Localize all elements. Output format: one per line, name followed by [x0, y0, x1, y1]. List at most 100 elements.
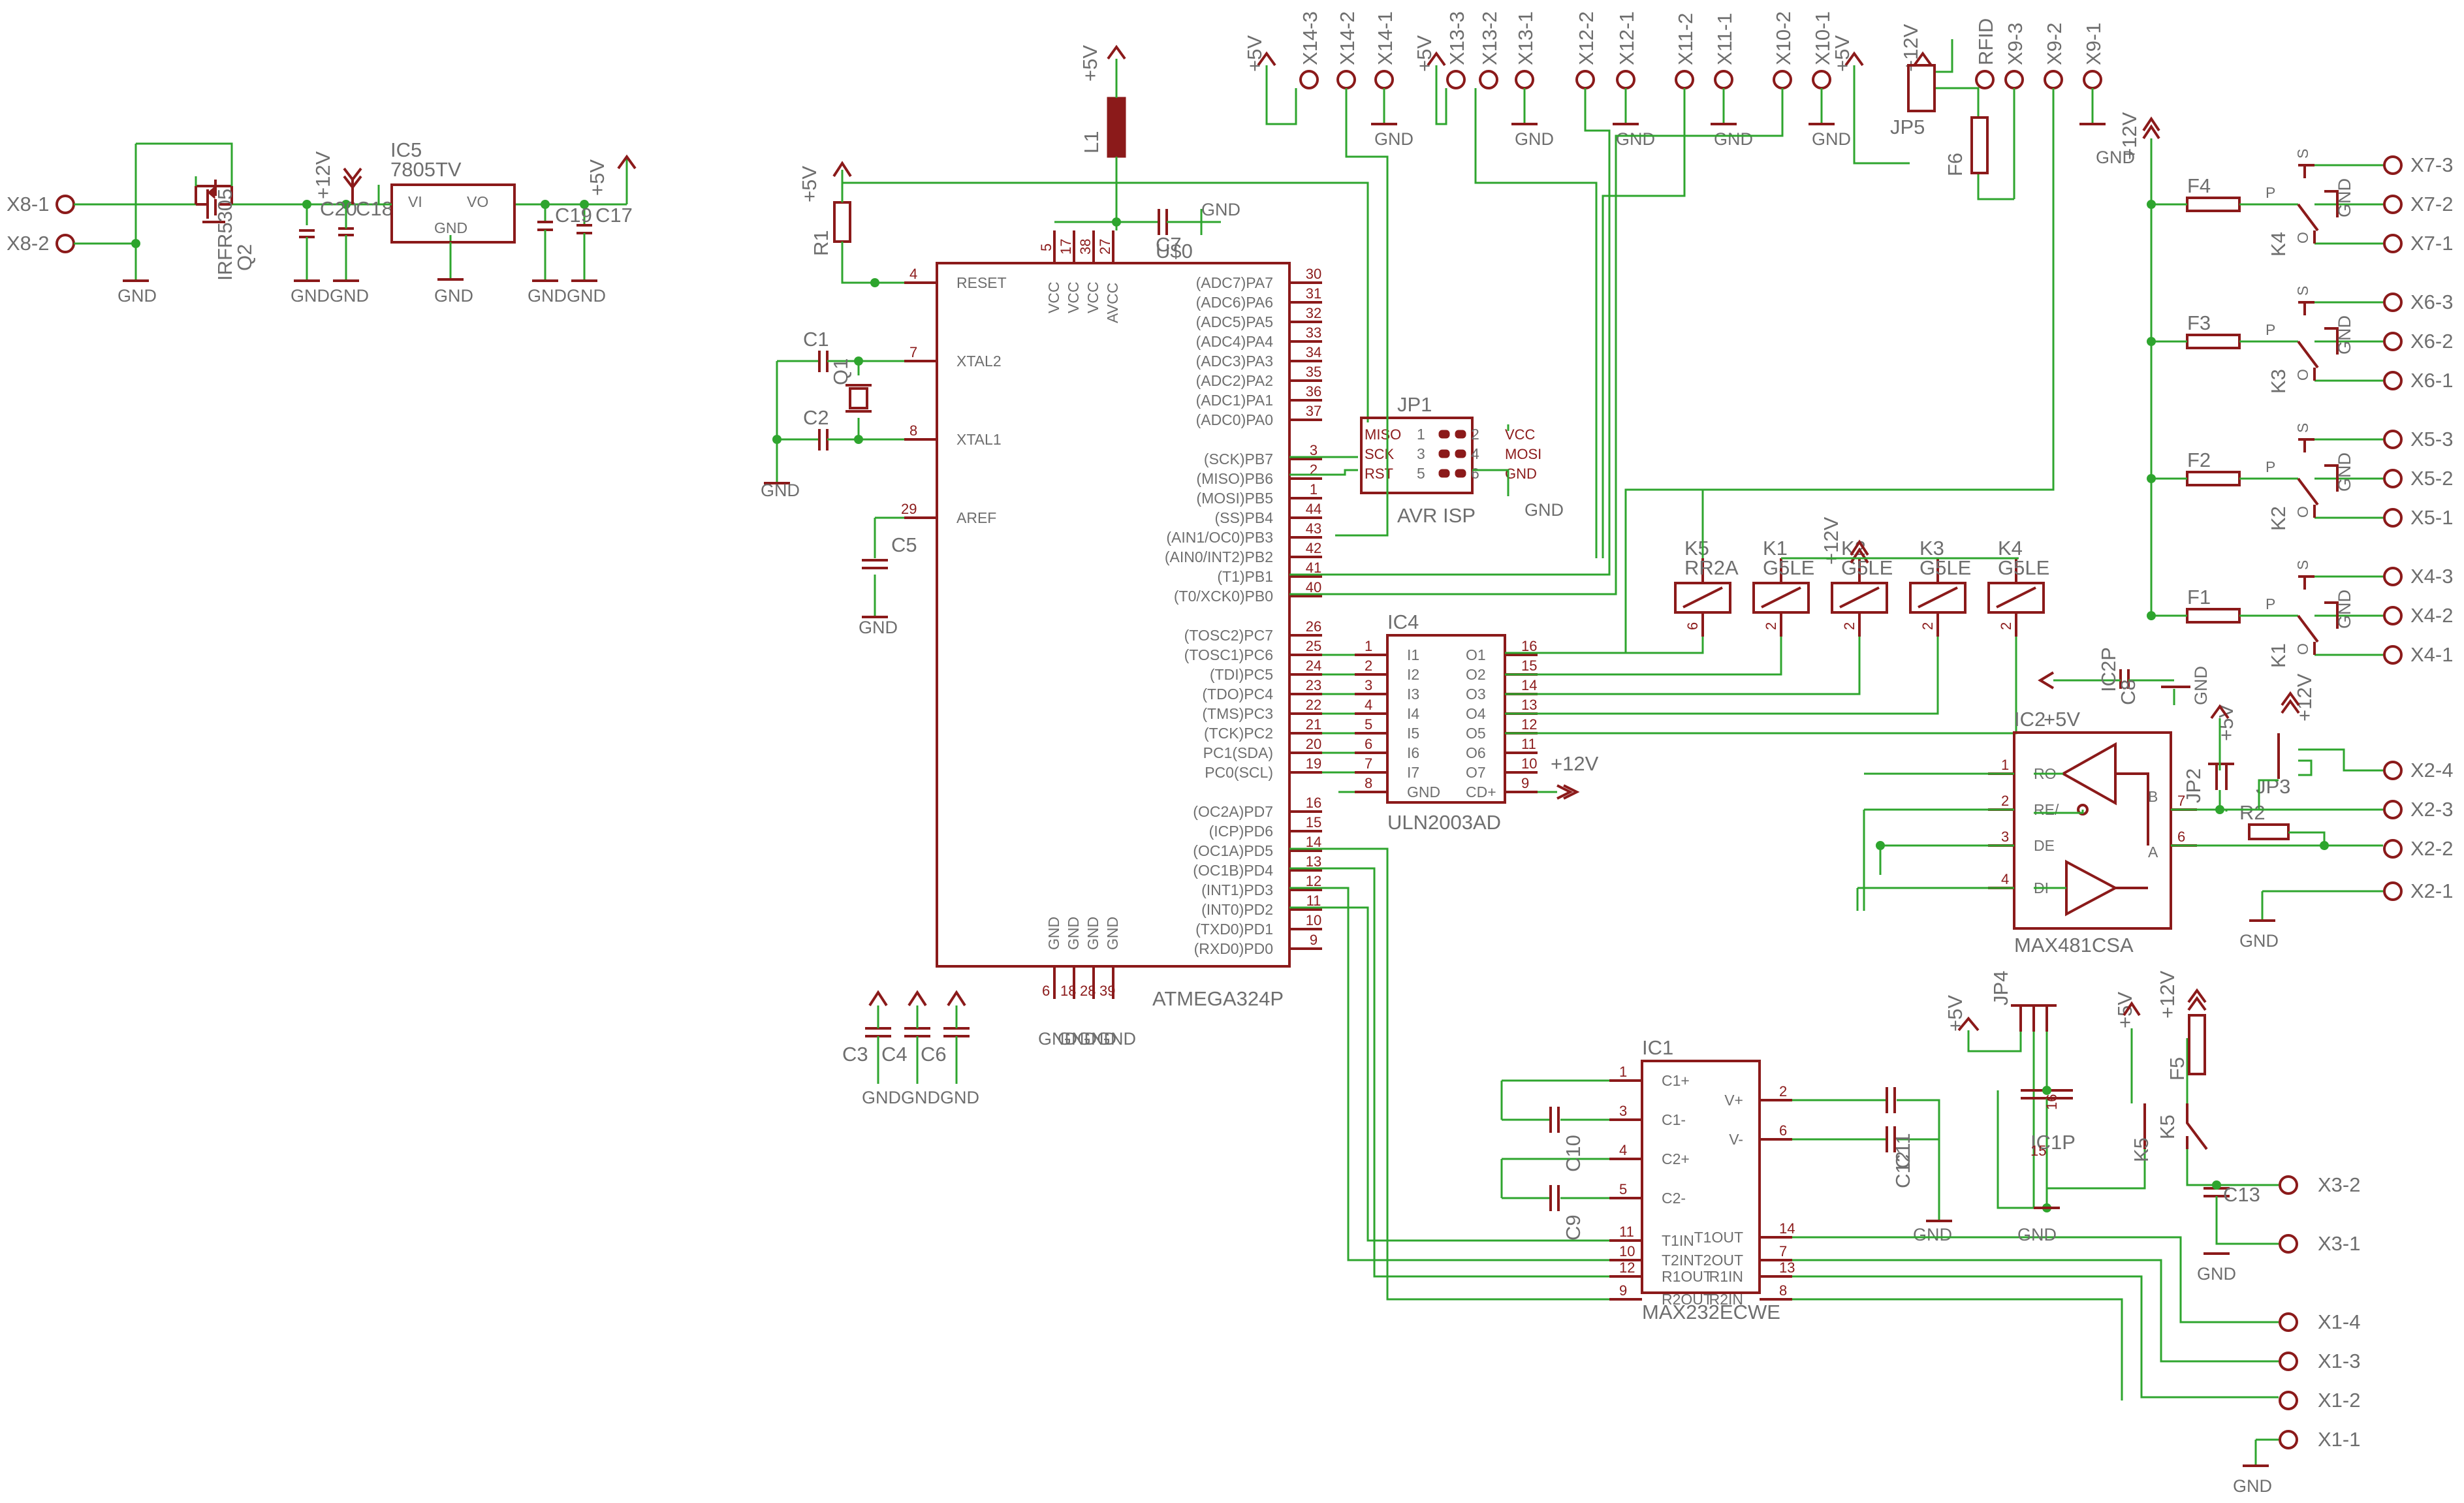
relay-output-terminal[interactable] — [2383, 371, 2403, 390]
top-connector-terminal[interactable] — [1616, 70, 1635, 89]
x8-2-terminal[interactable] — [55, 234, 75, 253]
svg-text:7: 7 — [909, 344, 917, 360]
svg-text:C9: C9 — [1562, 1214, 1585, 1241]
svg-text:16: 16 — [2044, 1094, 2060, 1110]
top-connector-terminal[interactable] — [1299, 70, 1319, 89]
q2-mosfet: IRFR5305 Q2 — [195, 176, 256, 281]
top-connector-terminal[interactable] — [1446, 70, 1466, 89]
svg-text:GND: GND — [567, 286, 606, 306]
top-power-label: +12V — [1899, 24, 1922, 72]
relay-coil-winding — [1839, 586, 1880, 609]
top-connector-terminal[interactable] — [1575, 70, 1595, 89]
isp-pin-num: 2 — [1471, 426, 1479, 443]
top-power-label: +5V — [1413, 35, 1436, 72]
rs232-right-pin-name: V- — [1729, 1131, 1743, 1148]
rs232-terminal[interactable] — [2279, 1352, 2298, 1371]
relay-output-terminal[interactable] — [2383, 567, 2403, 586]
svg-text:4: 4 — [909, 266, 917, 282]
top-connector-terminal[interactable] — [1336, 70, 1356, 89]
coil-supply: +12V — [1781, 516, 2019, 565]
relay-output-terminal[interactable] — [2383, 293, 2403, 312]
svg-text:X3-2: X3-2 — [2318, 1173, 2360, 1196]
power-arrow — [1844, 51, 1864, 67]
p5-label-ps: +5V — [586, 159, 608, 196]
rs485-terminal[interactable] — [2383, 881, 2403, 901]
rs232-terminal[interactable] — [2279, 1430, 2298, 1449]
relay-output-terminal[interactable] — [2383, 195, 2403, 214]
rs232-terminal[interactable] — [2279, 1312, 2298, 1332]
top-connector-terminal[interactable] — [1812, 70, 1831, 89]
relay-output-terminal[interactable] — [2383, 645, 2403, 665]
rs485-terminal[interactable] — [2383, 761, 2403, 780]
relay-label: K4 — [2267, 232, 2290, 257]
top-connector-terminal[interactable] — [1714, 70, 1733, 89]
svg-text:GND: GND — [1201, 200, 1240, 219]
relay-output-terminal[interactable] — [2383, 332, 2403, 351]
top-connector-terminal[interactable] — [2083, 70, 2102, 89]
fuse-label: F2 — [2187, 449, 2211, 471]
uln-out-name: O4 — [1466, 705, 1486, 722]
top-connector-terminal[interactable] — [1773, 70, 1792, 89]
gnd-label: GND — [1374, 129, 1414, 149]
mcu-right-pin-num: 3 — [1310, 442, 1318, 458]
mcu-right-pin-num: 16 — [1306, 795, 1321, 811]
svg-text:GND: GND — [2197, 1264, 2236, 1284]
uln-out-num: 10 — [1521, 755, 1537, 772]
svg-text:C11: C11 — [1891, 1133, 1914, 1169]
top-connector-terminal[interactable] — [1975, 70, 1995, 89]
top-connector-terminal[interactable] — [1515, 70, 1534, 89]
relay-coil-winding — [1918, 586, 1958, 609]
relay-output-terminal[interactable] — [2383, 508, 2403, 528]
uln-out-num: 15 — [1521, 657, 1537, 674]
rs232-pins: C1+1C1-3C2+4C2-5T1IN11T2IN10R1OUT12R2OUT… — [1609, 1064, 1795, 1308]
x8-1-label: X8-1 — [7, 193, 49, 215]
rs232-left-pin-name: C1- — [1662, 1111, 1686, 1128]
mcu-right-pin-num: 34 — [1306, 344, 1321, 360]
top-connector-terminal[interactable] — [2004, 70, 2024, 89]
svg-text:Q1: Q1 — [829, 358, 852, 385]
k5-section: JP4 +5V IC1P 16 15 GND K5 K5 F5 +5V +12V… — [1944, 970, 2360, 1284]
top-connector-terminal[interactable] — [1479, 70, 1498, 89]
rs485-terminal[interactable] — [2383, 800, 2403, 819]
rs232-terminal[interactable] — [2279, 1391, 2298, 1410]
relay-coil-part: RR2A — [1684, 556, 1739, 579]
mcu-right-pin-name: (T1)PB1 — [1217, 568, 1273, 585]
top-connector-terminal[interactable] — [1374, 70, 1394, 89]
mcu-right-pin-num: 11 — [1306, 893, 1321, 909]
mcu-right-pin-num: 19 — [1306, 755, 1321, 772]
rs485-terminal[interactable] — [2383, 839, 2403, 859]
relay-output-label: X5-1 — [2410, 506, 2453, 529]
contact-o: O — [2294, 369, 2311, 381]
x8-1-terminal[interactable] — [55, 195, 75, 214]
relay-output-terminal[interactable] — [2383, 606, 2403, 625]
svg-text:JP4: JP4 — [1989, 971, 2012, 1005]
relay-coil-winding — [1761, 586, 1801, 609]
svg-text:GND: GND — [1038, 1029, 1077, 1049]
top-connector-label: X11-1 — [1713, 13, 1736, 65]
uln-out-name: O3 — [1466, 686, 1486, 703]
mcu-right-pins: (ADC7)PA730(ADC6)PA631(ADC5)PA532(ADC4)P… — [1165, 266, 1322, 957]
uln-out-name: O1 — [1466, 646, 1486, 663]
relay-output-terminal[interactable] — [2383, 430, 2403, 449]
mcu-right-pin-num: 9 — [1310, 932, 1318, 948]
top-connector-terminal[interactable] — [2044, 70, 2063, 89]
svg-text:IC2P: IC2P — [2097, 647, 2120, 692]
mcu-right-pin-name: PC0(SCL) — [1205, 764, 1273, 781]
power-section: X8-1 X8-2 IRFR5305 Q2 C20 C18 +12V VI VO… — [7, 138, 637, 306]
relay-output-terminal[interactable] — [2383, 469, 2403, 488]
relay-output-label: X6-1 — [2410, 369, 2453, 392]
relay-output-terminal[interactable] — [2383, 155, 2403, 175]
svg-text:C13: C13 — [2223, 1183, 2260, 1206]
svg-text:AVCC: AVCC — [1104, 283, 1121, 323]
svg-text:GND: GND — [1065, 917, 1082, 950]
relay-output-terminal[interactable] — [2383, 234, 2403, 253]
rs232-right-pin-num: 2 — [1779, 1083, 1787, 1100]
ic5-gnd: GND — [434, 219, 467, 236]
x3-2-terminal[interactable] — [2279, 1175, 2298, 1195]
svg-text:C3: C3 — [842, 1043, 868, 1066]
mcu-right-pin-num: 44 — [1306, 501, 1321, 517]
x3-1-terminal[interactable] — [2279, 1234, 2298, 1254]
rs485-terminals: X2-4X2-3X2-2X2-1 — [2383, 759, 2453, 902]
svg-text:+12V: +12V — [2293, 673, 2316, 721]
top-connector-terminal[interactable] — [1675, 70, 1694, 89]
